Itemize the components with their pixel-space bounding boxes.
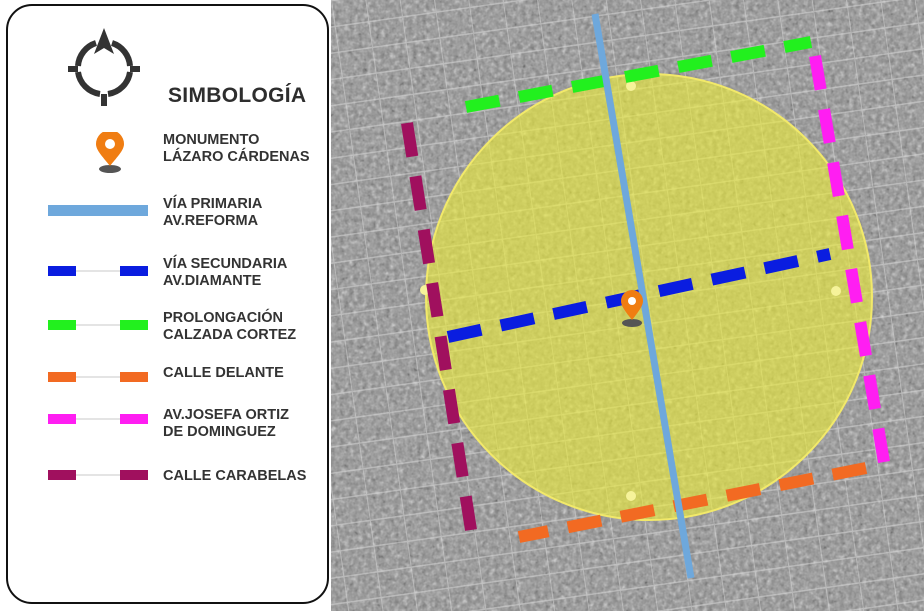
legend-label-line: AV.JOSEFA ORTIZ: [163, 407, 289, 423]
compass-icon: [68, 28, 140, 106]
location-pin-icon: [96, 132, 124, 173]
street-josefa-ortiz: [809, 54, 890, 464]
map-area[interactable]: [331, 0, 924, 611]
street-calzada-cortez: [464, 36, 813, 113]
legend-label-line: MONUMENTO: [163, 132, 260, 148]
monument-marker-center: [628, 297, 636, 305]
street-delante: [517, 462, 868, 543]
legend-label-line: LÁZARO CÁRDENAS: [163, 149, 310, 165]
legend-label-line: CALLE DELANTE: [163, 365, 284, 381]
legend-label-line: CALLE CARABELAS: [163, 468, 307, 484]
legend-label-line: VÍA PRIMARIA: [163, 196, 263, 212]
legend-label-line: VÍA SECUNDARIA: [163, 256, 288, 272]
influence-area-circle: [425, 73, 873, 521]
legend-label-delante: CALLE DELANTE: [163, 365, 284, 382]
map-dot: [626, 81, 636, 91]
legend-label-line: CALZADA CORTEZ: [163, 327, 297, 343]
legend-symbol-carabelas: [48, 470, 148, 480]
legend-title: SIMBOLOGÍA: [168, 84, 307, 107]
legend-label-line: PROLONGACIÓN: [163, 310, 284, 326]
street-carabelas: [401, 122, 477, 531]
legend-label-line: AV.DIAMANTE: [163, 273, 262, 289]
legend-symbol-cortez: [48, 320, 148, 330]
street-av-reforma: [591, 13, 695, 579]
legend-symbol-reforma: [48, 205, 148, 216]
map-dot: [831, 286, 841, 296]
map-dot: [626, 491, 636, 501]
legend-label-line: AV.REFORMA: [163, 213, 259, 229]
monument-marker-shadow: [622, 319, 642, 327]
legend-symbol-ortiz: [48, 414, 148, 424]
legend-symbol-delante: [48, 372, 148, 382]
legend-symbol-diamante: [48, 266, 148, 276]
map-canvas[interactable]: [331, 0, 924, 611]
legend-label-line: DE DOMINGUEZ: [163, 424, 276, 440]
legend-label-carabelas: CALLE CARABELAS: [163, 468, 306, 485]
